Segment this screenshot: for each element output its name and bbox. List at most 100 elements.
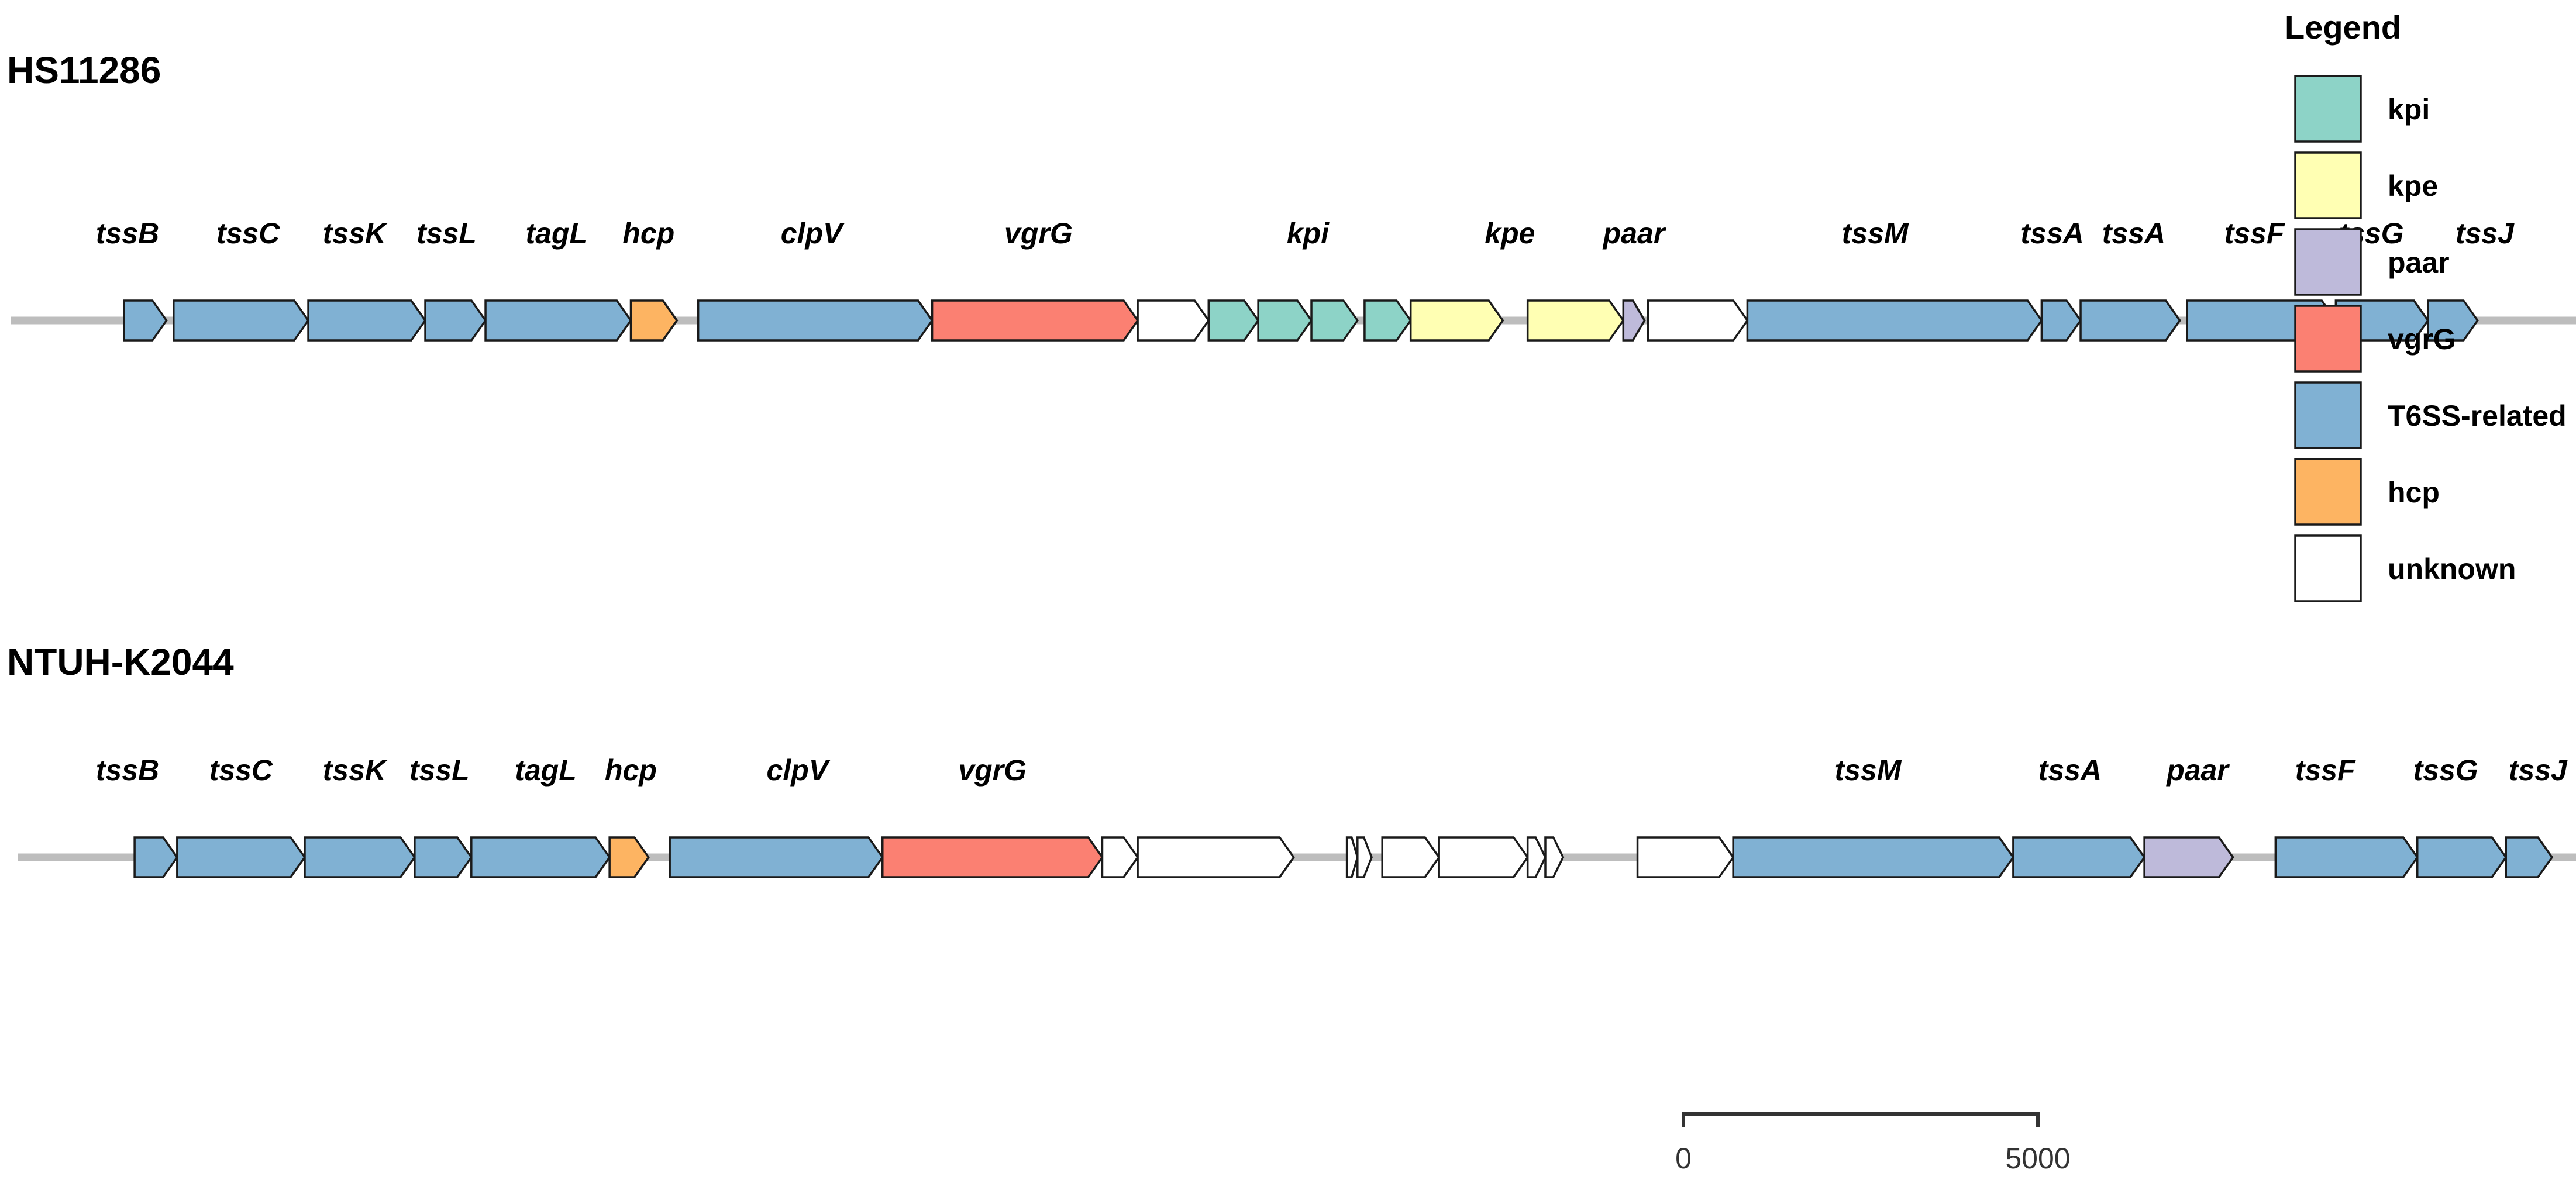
legend-label-kpe: kpe — [2388, 170, 2438, 202]
gene-arrow-t6ss-related-tssL — [424, 299, 487, 342]
track-title-hs11286: HS11286 — [7, 49, 161, 91]
gene-label-paar: paar — [2165, 754, 2230, 787]
gene-arrow-kpi — [1363, 299, 1412, 342]
gene-label-hcp: hcp — [622, 217, 674, 250]
gene-arrow-t6ss-related-tssL — [414, 836, 473, 878]
legend: Legend kpi kpe paar vgrG T6SS-related hcp unkn… — [2285, 9, 2567, 602]
gene-label-tssG: tssG — [2413, 754, 2478, 787]
legend-swatch-vgrg — [2294, 305, 2362, 373]
gene-arrow-t6ss-related-tssB — [123, 299, 168, 342]
scale-bar-start-label: 0 — [1675, 1142, 1692, 1175]
gene-arrow-t6ss-related-tssB — [133, 836, 178, 878]
gene-arrow-t6ss-related-tssA — [2079, 299, 2181, 342]
scale-bar-end-label: 5000 — [2005, 1142, 2070, 1175]
gene-arrow-unknown — [1381, 836, 1441, 878]
gene-arrow-t6ss-related-tssM — [1746, 299, 2043, 342]
legend-label-t6ss-related: T6SS-related — [2388, 399, 2567, 432]
gene-arrow-paar-paar — [1622, 299, 1646, 342]
gene-arrow-kpe — [1409, 299, 1504, 342]
gene-arrow-t6ss-related-clpV — [697, 299, 934, 342]
gene-arrow-t6ss-related-tssA — [2012, 836, 2146, 878]
gene-arrow-t6ss-related-tssK — [307, 299, 427, 342]
track-hs11286: HS11286 tssB tssC tssK tssL tagL hcp clpV vgrG k… — [7, 49, 2576, 342]
gene-arrow-kpi — [1207, 299, 1260, 342]
legend-label-paar: paar — [2388, 246, 2450, 279]
track-genes-hs11286 — [123, 299, 2479, 342]
gene-arrow-t6ss-related-tssM — [1732, 836, 2015, 878]
gene-label-vgrG: vgrG — [958, 754, 1027, 787]
legend-label-hcp: hcp — [2388, 476, 2440, 509]
gene-arrow-unknown — [1636, 836, 1735, 878]
gene-arrow-unknown — [1137, 299, 1210, 342]
gene-arrow-t6ss-related-tssF — [2274, 836, 2419, 878]
gene-label-tssC: tssC — [209, 754, 273, 787]
gene-arrow-vgrg-vgrG — [881, 836, 1104, 878]
gene-label-tssL: tssL — [409, 754, 470, 787]
gene-label-kpi: kpi — [1287, 217, 1330, 250]
gene-arrow-t6ss-related-tssC — [173, 299, 310, 342]
gene-label-tssM: tssM — [1842, 217, 1909, 250]
gene-arrow-t6ss-related-clpV — [669, 836, 884, 878]
track-ntuh-k2044: NTUH-K2044 tssB tssC tssK tssL tagL hcp clpV vg… — [7, 641, 2576, 878]
gene-arrow-unknown — [1647, 299, 1749, 342]
gene-arrow-t6ss-related-tagL — [484, 299, 632, 342]
gene-arrow-t6ss-related-tssK — [304, 836, 416, 878]
track-gene-labels-hs11286: tssB tssC tssK tssL tagL hcp clpV vgrG kpi kpe paa… — [96, 217, 2515, 250]
legend-swatch-paar — [2294, 228, 2362, 296]
gene-label-tssK: tssK — [323, 754, 388, 787]
gene-arrow-t6ss-related-tssG — [2416, 836, 2508, 878]
gene-label-tssA: tssA — [2020, 217, 2083, 250]
track-title-ntuh-k2044: NTUH-K2044 — [7, 641, 234, 683]
gene-label-tssK: tssK — [323, 217, 388, 250]
scale-bar: 0 5000 — [1675, 1112, 2071, 1175]
legend-items: kpi kpe paar vgrG T6SS-related hcp unknown — [2294, 75, 2567, 602]
gene-label-vgrG: vgrG — [1004, 217, 1073, 250]
gene-arrow-t6ss-related-tagL — [470, 836, 611, 878]
gene-arrow-hcp-hcp — [608, 836, 650, 878]
legend-label-vgrg: vgrG — [2388, 323, 2456, 356]
legend-swatch-unknown — [2294, 534, 2362, 602]
gene-label-tssJ: tssJ — [2509, 754, 2568, 787]
gene-label-tssL: tssL — [416, 217, 477, 250]
gene-arrow-unknown — [1526, 836, 1547, 878]
gene-arrow-t6ss-related-tssC — [176, 836, 306, 878]
gene-arrow-vgrg-vgrG — [931, 299, 1139, 342]
gene-label-tssA: tssA — [2038, 754, 2102, 787]
gene-arrow-paar-paar — [2143, 836, 2234, 878]
legend-label-unknown: unknown — [2388, 553, 2516, 585]
gene-label-tssB: tssB — [96, 217, 159, 250]
gene-label-tssM: tssM — [1834, 754, 1902, 787]
gene-arrow-unknown — [1438, 836, 1529, 878]
gene-arrow-kpi — [1310, 299, 1359, 342]
gene-label-hcp: hcp — [605, 754, 657, 787]
gene-arrow-unknown — [1544, 836, 1565, 878]
gene-arrow-kpi-kpi — [1257, 299, 1313, 342]
gene-arrow-unknown — [1101, 836, 1139, 878]
gene-label-kpe: kpe — [1485, 217, 1535, 250]
gene-arrow-t6ss-related-tssJ — [2505, 836, 2554, 878]
gene-arrow-unknown — [1137, 836, 1295, 878]
gene-label-tssF: tssF — [2224, 217, 2285, 250]
track-genes-ntuh-k2044 — [133, 836, 2554, 878]
gene-arrow-unknown — [1356, 836, 1373, 878]
gene-arrow-kpe-kpe — [1526, 299, 1625, 342]
gene-arrow-unknown — [1345, 836, 1359, 878]
gene-label-tssB: tssB — [96, 754, 159, 787]
gene-label-clpV: clpV — [767, 754, 831, 787]
gene-label-tssC: tssC — [216, 217, 280, 250]
legend-swatch-kpi — [2294, 75, 2362, 143]
gene-label-tssA: tssA — [2102, 217, 2165, 250]
gene-arrow-hcp-hcp — [629, 299, 679, 342]
gene-label-clpV: clpV — [781, 217, 845, 250]
gene-arrow-t6ss-related-tssJ — [2427, 299, 2479, 342]
gene-label-tssF: tssF — [2295, 754, 2356, 787]
gene-label-tagL: tagL — [515, 754, 577, 787]
legend-swatch-kpe — [2294, 151, 2362, 219]
legend-title: Legend — [2285, 9, 2401, 46]
track-gene-labels-ntuh-k2044: tssB tssC tssK tssL tagL hcp clpV vgrG tssM tssA p… — [96, 754, 2568, 787]
gene-label-tagL: tagL — [525, 217, 587, 250]
legend-label-kpi: kpi — [2388, 93, 2430, 126]
legend-swatch-hcp — [2294, 458, 2362, 526]
gene-label-paar: paar — [1602, 217, 1666, 250]
